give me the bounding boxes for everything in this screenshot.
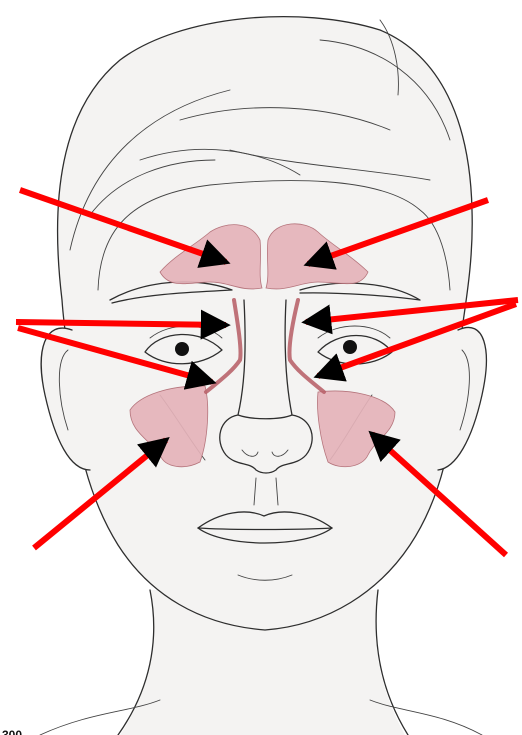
arrow-duct-left-upper [16,322,226,325]
right-pupil [343,340,357,354]
caption-text: 300 [2,729,22,735]
left-pupil [175,342,189,356]
